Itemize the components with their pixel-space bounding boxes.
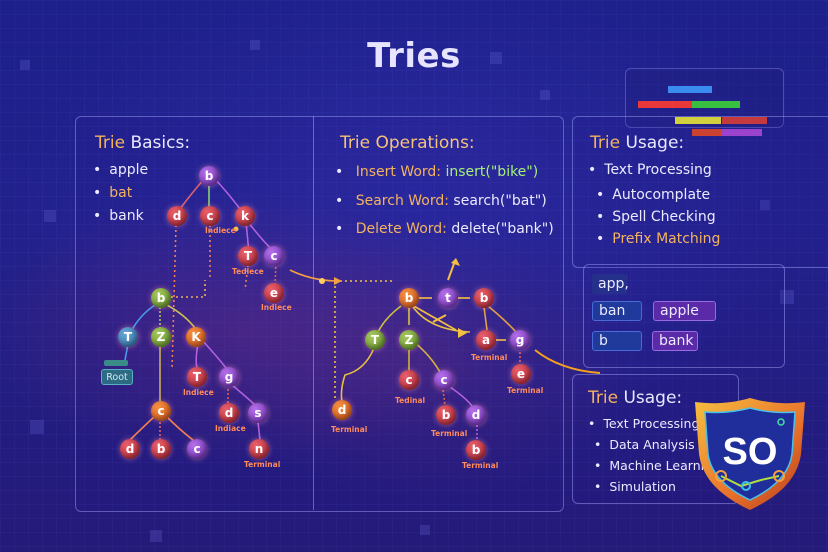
bg-square <box>760 200 770 210</box>
usage-top-item: Prefix Matching <box>596 231 720 247</box>
trie-node: b <box>151 439 171 459</box>
root-label: Root <box>101 369 133 385</box>
prefix-box-app: app, <box>592 274 629 294</box>
operations-heading: Trie Operations: <box>340 133 475 153</box>
node-label: Terminal <box>244 460 281 469</box>
bg-square <box>780 290 794 304</box>
root-tag <box>104 360 128 366</box>
basics-item-bat: bat <box>93 185 132 201</box>
node-label: Tedlece <box>232 267 264 276</box>
trie-node: d <box>120 439 140 459</box>
trie-node: k <box>235 206 255 226</box>
bg-square <box>250 40 260 50</box>
trie-node: T <box>238 246 258 266</box>
node-label: Terminal <box>507 386 544 395</box>
usage-top-item: Text Processing <box>588 162 712 178</box>
trie-node: d <box>219 403 239 423</box>
usage-top-item: Autocomplate <box>596 187 710 203</box>
trie-node: T <box>187 367 207 387</box>
trie-node: n <box>249 439 269 459</box>
trie-node: g <box>510 330 530 350</box>
trie-node: K <box>186 327 206 347</box>
trie-node: b <box>399 288 419 308</box>
trie-node: c <box>187 439 207 459</box>
usage-bottom-item: Data Analysis <box>594 437 694 452</box>
trie-node: b <box>151 288 171 308</box>
bg-square <box>490 52 502 64</box>
so-shield-badge: SO <box>695 398 805 510</box>
operation-delete: Delete Word: delete("bank") <box>335 221 554 237</box>
trie-node: c <box>200 206 220 226</box>
bar <box>692 129 722 136</box>
node-label: Terminal <box>471 353 508 362</box>
trie-node: d <box>466 405 486 425</box>
trie-node: d <box>332 400 352 420</box>
node-label: Indiece <box>205 226 236 235</box>
usage-top-item: Spell Checking <box>596 209 715 225</box>
prefix-box-ban: ban <box>592 301 642 321</box>
trie-node: c <box>151 401 171 421</box>
trie-node: g <box>219 367 239 387</box>
trie-node: d <box>167 206 187 226</box>
node-label: Terminal <box>331 425 368 434</box>
node-label: Terminal <box>431 429 468 438</box>
trie-node: a <box>476 330 496 350</box>
trie-node: c <box>399 370 419 390</box>
bg-square <box>150 530 162 542</box>
bar <box>668 86 712 93</box>
bg-square <box>30 420 44 434</box>
page-title: Tries <box>367 36 461 76</box>
trie-node: b <box>466 440 486 460</box>
trie-node: e <box>511 364 531 384</box>
usage-top-heading: Trie Usage: <box>590 133 685 153</box>
node-label: Indiece <box>261 303 292 312</box>
operation-insert: Insert Word: insert("bike") <box>335 164 538 180</box>
trie-node: Z <box>399 330 419 350</box>
badge-text: SO <box>723 431 778 473</box>
trie-node: b <box>436 405 456 425</box>
bar <box>675 117 721 124</box>
bg-square <box>20 60 30 70</box>
usage-bottom-item: Simulation <box>594 479 676 494</box>
trie-node: s <box>248 403 268 423</box>
trie-node: Z <box>151 327 171 347</box>
word-box-bank: bank <box>652 331 698 351</box>
trie-node: T <box>365 330 385 350</box>
trie-node: e <box>264 283 284 303</box>
node-label: Tedinal <box>395 396 426 405</box>
trie-node: b <box>474 288 494 308</box>
node-label: Indiace <box>215 424 246 433</box>
bar <box>692 101 740 108</box>
bar <box>638 101 692 108</box>
trie-node: T <box>118 327 138 347</box>
basics-item-apple: apple <box>93 162 148 178</box>
trie-node: t <box>438 288 458 308</box>
operation-search: Search Word: search("bat") <box>335 193 547 209</box>
panel-divider <box>313 116 314 510</box>
bar <box>722 129 762 136</box>
bar <box>722 117 767 124</box>
bg-square <box>44 210 56 222</box>
bg-square <box>420 525 430 535</box>
word-box-apple: apple <box>653 301 716 321</box>
prefix-box-b: b <box>592 331 642 351</box>
basics-item-bank: bank <box>93 208 143 224</box>
usage-bottom-item: Text Processing <box>588 416 699 431</box>
trie-node: c <box>434 370 454 390</box>
trie-node: c <box>264 246 284 266</box>
basics-heading: Trie Basics: <box>95 133 191 153</box>
usage-bottom-heading: Trie Usage: <box>588 388 683 408</box>
node-label: Indiece <box>183 388 214 397</box>
trie-node: b <box>199 166 219 186</box>
node-label: Terminal <box>462 461 499 470</box>
bar-graphic <box>625 68 784 136</box>
usage-bottom-item: Machine Learnic <box>594 458 711 473</box>
bg-square <box>540 90 550 100</box>
